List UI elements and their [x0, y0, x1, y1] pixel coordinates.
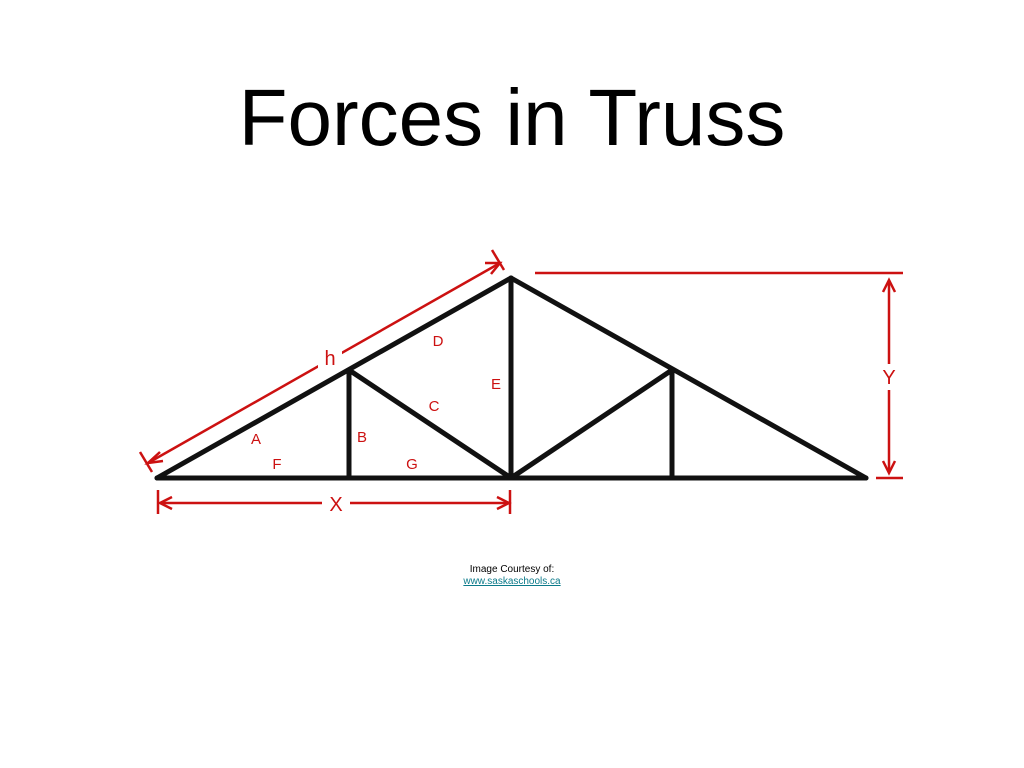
dimension-label-h: h [324, 348, 335, 370]
dimension-label-x: X [329, 494, 342, 516]
y-arrow-bottom [881, 460, 897, 476]
credit-text: Image Courtesy of: [469, 564, 555, 575]
member-label-d: D [433, 333, 444, 350]
dimension-lines [138, 249, 903, 514]
dimension-label-y: Y [882, 367, 895, 389]
member-label-a: A [251, 431, 261, 448]
top-chord-right [508, 275, 869, 481]
credit-link[interactable]: www.saskaschools.ca [463, 576, 561, 587]
member-label-c: C [429, 398, 440, 415]
member-label-b: B [357, 429, 367, 446]
h-arrow-left [144, 451, 164, 465]
image-credit: Image Courtesy of: www.saskaschools.ca [0, 564, 1024, 588]
truss-members [154, 275, 869, 481]
h-tick-left [138, 451, 154, 473]
diagonal-right [508, 367, 675, 481]
member-label-e: E [491, 376, 501, 393]
h-arrow-right [485, 261, 503, 275]
y-arrow-top [881, 277, 897, 293]
h-tick-right [490, 249, 506, 271]
x-arrow-left [157, 495, 173, 511]
diagonal-left [346, 367, 514, 481]
member-label-f: F [272, 456, 281, 473]
top-chord-left [154, 275, 514, 481]
slide-title: Forces in Truss [238, 73, 786, 162]
member-label-g: G [406, 456, 418, 473]
x-arrow-right [496, 495, 512, 511]
